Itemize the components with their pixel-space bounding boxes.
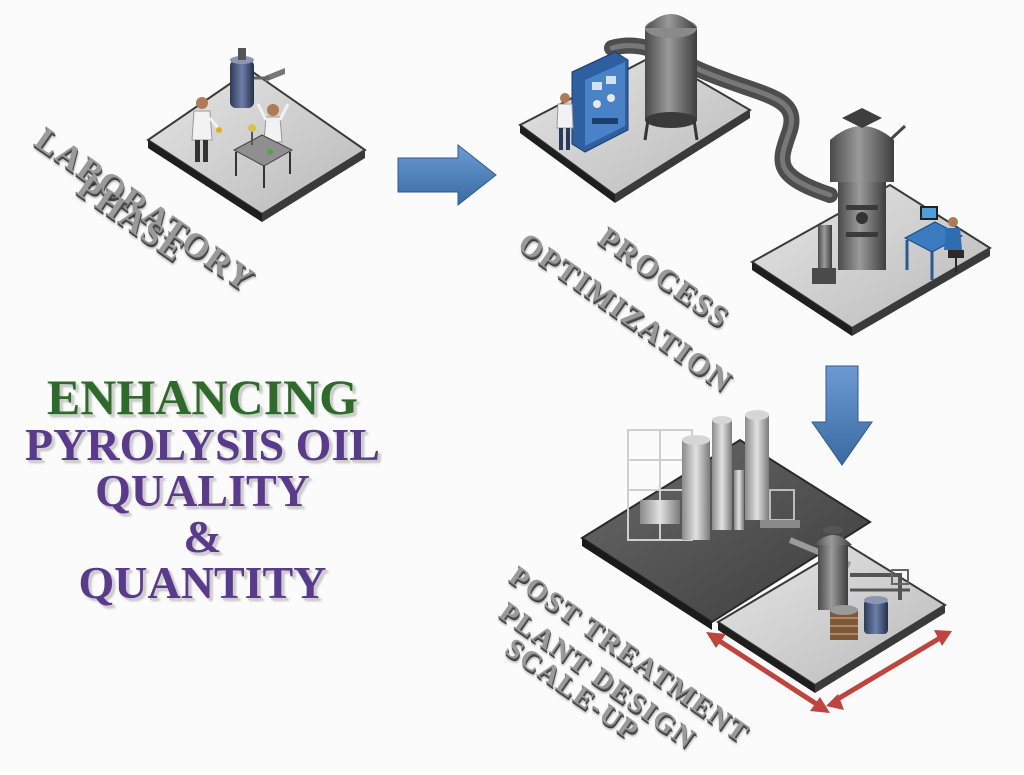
flow-arrow-down — [811, 365, 873, 466]
storage-tank-icon — [643, 14, 699, 141]
scientist-icon — [191, 97, 222, 162]
title-line-enhancing: ENHANCING — [46, 369, 359, 425]
operator-icon — [556, 93, 574, 150]
lab-vessel-icon — [230, 48, 285, 108]
title-line-pyrolysis-oil: PYROLYSIS OIL — [25, 419, 380, 470]
refinery-plant-icon — [627, 410, 852, 568]
title-line-quantity: QUANTITY — [78, 557, 327, 608]
flow-arrow-right — [397, 143, 497, 207]
reactor-icon — [812, 108, 907, 284]
title-line-ampersand: & — [183, 511, 222, 562]
control-panel-icon — [571, 51, 629, 153]
operator-icon — [944, 217, 964, 272]
scaleup-reactor-icon — [814, 526, 910, 640]
scale-arrow-left — [706, 632, 830, 713]
lab-bench-icon — [232, 124, 294, 188]
diagram-title: ENHANCING PYROLYSIS OIL QUALITY & QUANTI… — [0, 372, 405, 606]
scale-arrow-right — [826, 630, 952, 710]
title-line-quality: QUALITY — [95, 465, 310, 516]
scientist-icon — [256, 103, 290, 143]
